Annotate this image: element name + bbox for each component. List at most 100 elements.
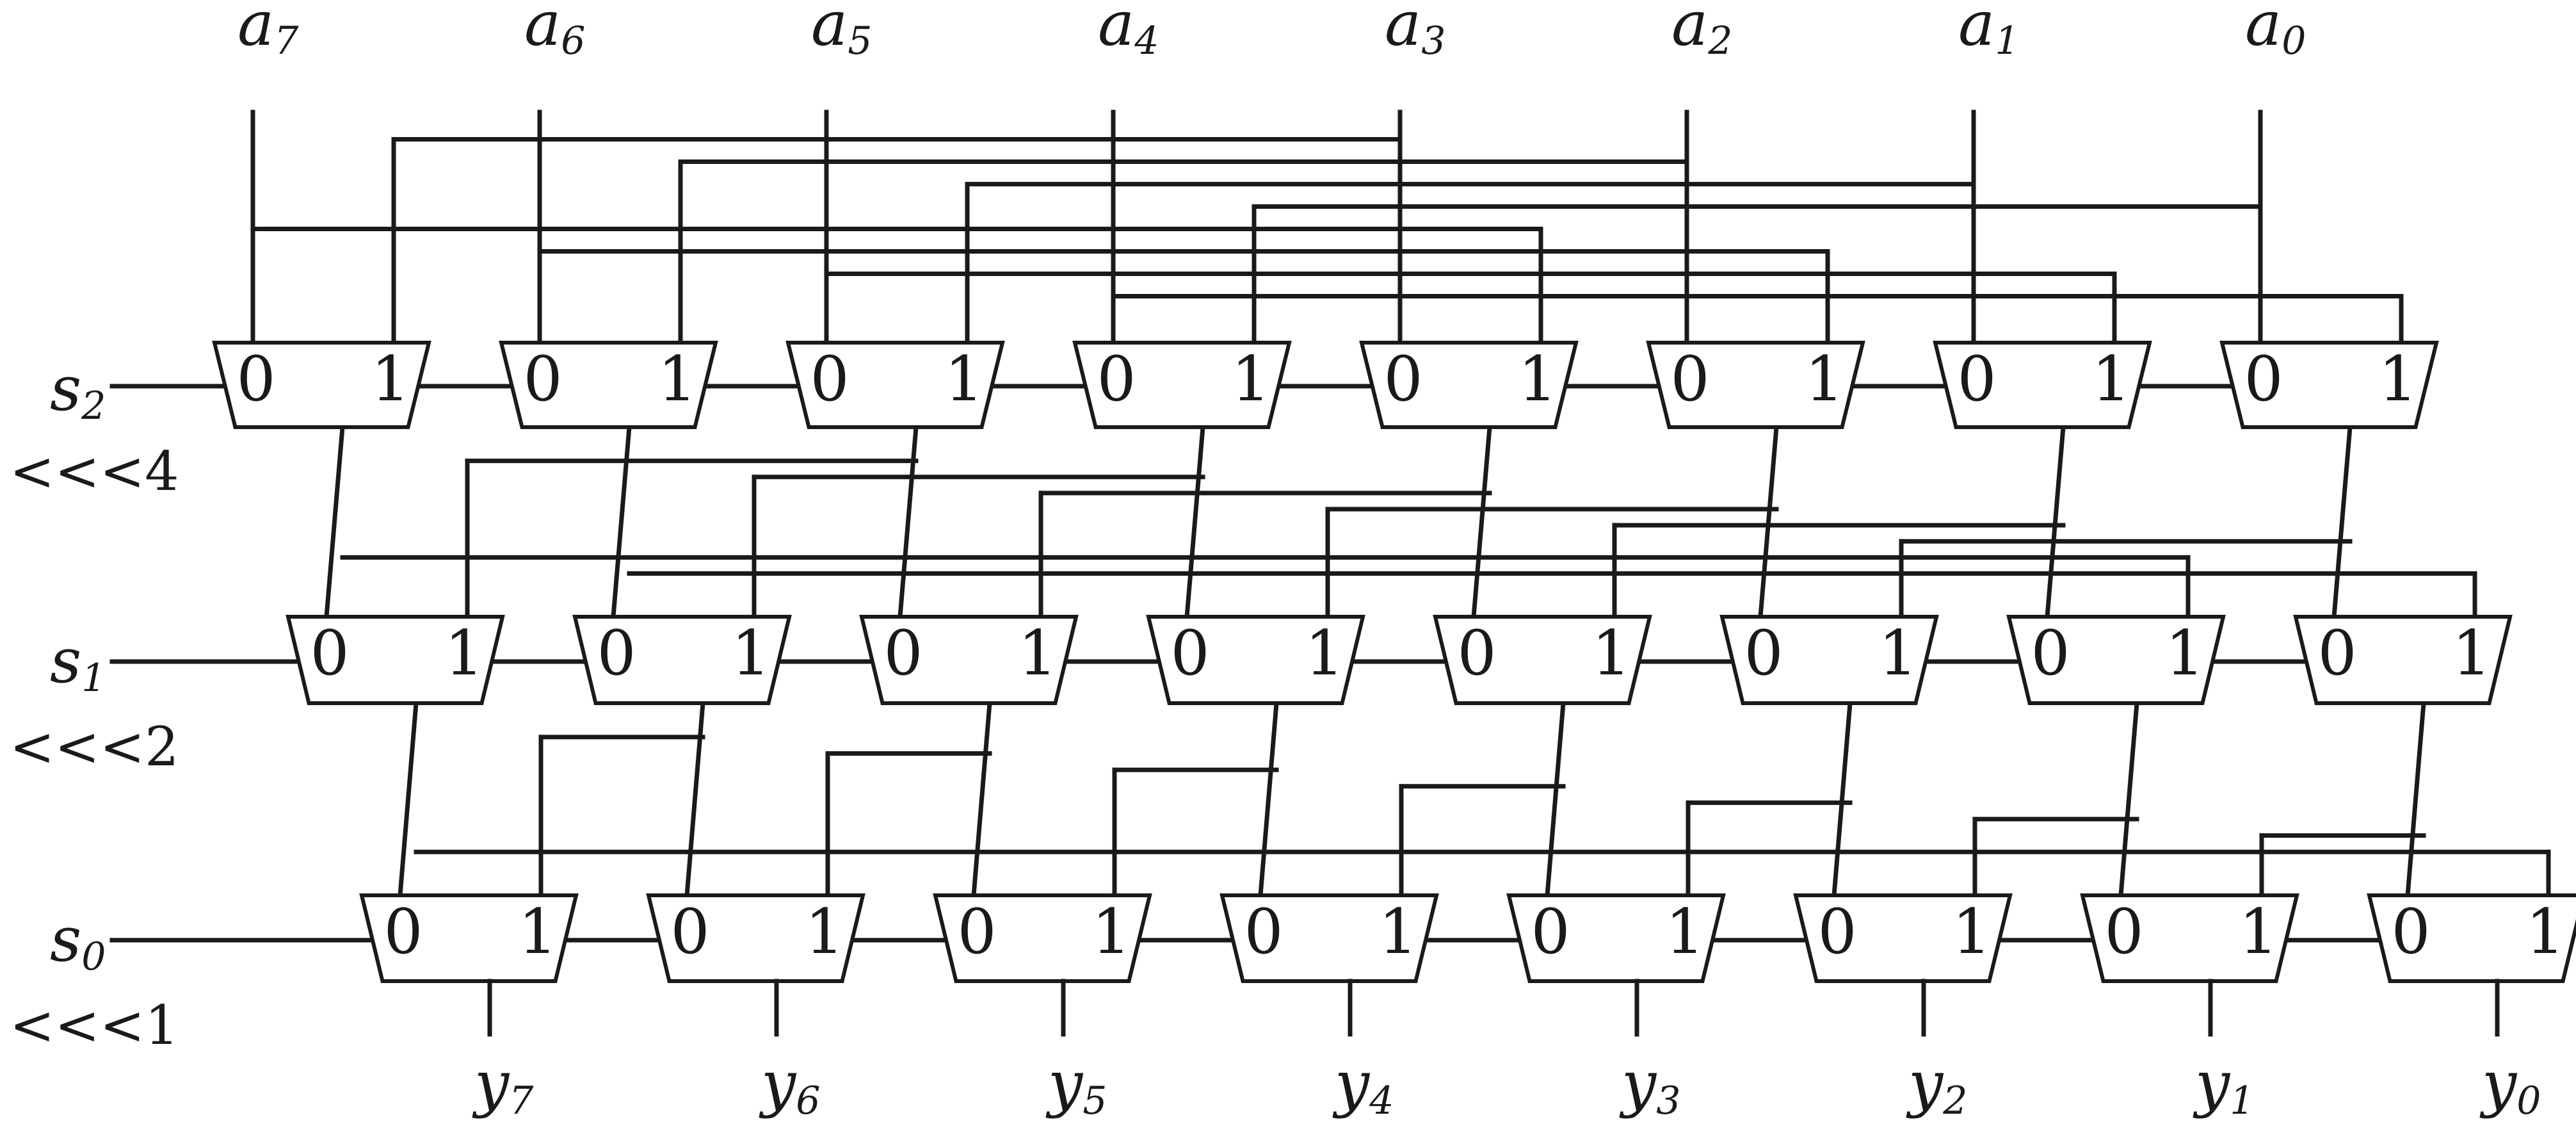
mux-input-1-label: 1 [1665, 896, 1704, 968]
output-label-y6-symbol: y [759, 1048, 797, 1119]
mux-input-0-label: 0 [236, 343, 275, 415]
mux-input-0-label: 0 [523, 343, 562, 415]
mux-body [1359, 341, 1579, 429]
mux-body [1072, 341, 1292, 429]
mux-input-1-label: 1 [1091, 896, 1131, 968]
mux-input-1-label: 1 [1805, 343, 1844, 415]
mux-input-1-label: 1 [2378, 343, 2417, 415]
mux-input-0-label: 0 [2317, 617, 2356, 689]
mux-input-1-label: 1 [805, 896, 844, 968]
mux-input-0-label: 0 [1170, 617, 1209, 689]
mux-body [286, 615, 505, 705]
input-label-a6-symbol: a [524, 0, 561, 60]
input-label-a6-subscript: 6 [561, 19, 585, 63]
stage1-wire0-4 [1471, 425, 1492, 619]
output-label-y1-subscript: 1 [2230, 1078, 2254, 1123]
select-label-s0-symbol: s [50, 904, 81, 975]
stage2-wire0-1 [684, 701, 705, 898]
input-label-a6: a6 [524, 0, 585, 63]
mux-body [1146, 615, 1365, 705]
stage2-wire0-0 [398, 701, 419, 898]
mux-input-1-label: 1 [1231, 343, 1270, 415]
mux-input-0-label: 0 [1744, 617, 1783, 689]
mux-input-0-label: 0 [1531, 896, 1570, 968]
input-label-a2-symbol: a [1671, 0, 1708, 60]
mux-input-1-label: 1 [2525, 896, 2564, 968]
mux-input-0-label: 0 [2104, 896, 2143, 968]
stage1-wire0-2 [898, 425, 919, 619]
mux-input-0-label: 0 [2244, 343, 2283, 415]
stage1-wire0-5 [1758, 425, 1779, 619]
select-label-s1-subscript: 1 [81, 656, 106, 701]
output-label-y1-symbol: y [2193, 1048, 2231, 1119]
select-label-s0-subscript: 0 [81, 934, 106, 979]
stage1-wire0-6 [2045, 425, 2066, 619]
output-label-y7-subscript: 7 [509, 1078, 534, 1123]
mux-body [212, 341, 431, 429]
output-label-y3-subscript: 3 [1656, 1078, 1680, 1123]
mux-input-0-label: 0 [1097, 343, 1136, 415]
mux-body [2080, 893, 2299, 983]
mux-input-1-label: 1 [1378, 896, 1417, 968]
mux-body [1793, 893, 2013, 983]
mux-input-1-label: 1 [1878, 617, 1917, 689]
mux-body [572, 615, 792, 705]
mux-input-0-label: 0 [597, 617, 636, 689]
input-label-a2-subscript: 2 [1707, 19, 1732, 63]
mux-input-1-label: 1 [657, 343, 696, 415]
mux-input-1-label: 1 [2165, 617, 2204, 689]
input-label-a2: a2 [1671, 0, 1732, 63]
mux-input-1-label: 1 [1305, 617, 1344, 689]
output-label-y2: y2 [1906, 1048, 1967, 1123]
mux-input-1-label: 1 [731, 617, 770, 689]
input-label-a4: a4 [1098, 0, 1159, 63]
stage2-wire0-3 [1258, 701, 1279, 898]
shift-label-1: <<<2 [10, 715, 179, 778]
input-label-a4-subscript: 4 [1134, 19, 1159, 63]
mux-input-0-label: 0 [2031, 617, 2070, 689]
input-label-a7-symbol: a [237, 0, 274, 60]
mux-input-1-label: 1 [444, 617, 483, 689]
mux-body [2219, 341, 2439, 429]
mux-body [785, 341, 1005, 429]
shift-label-0: <<<4 [10, 440, 179, 503]
mux-body [1933, 341, 2152, 429]
input-label-a1-symbol: a [1958, 0, 1995, 60]
mux-input-0-label: 0 [957, 896, 996, 968]
output-label-y5: y5 [1045, 1048, 1107, 1123]
output-label-y0-symbol: y [2479, 1048, 2518, 1119]
mux-body [2367, 893, 2576, 983]
stage1-wire0-1 [611, 425, 632, 619]
select-label-s2: s2 [50, 353, 106, 428]
input-label-a3-symbol: a [1385, 0, 1421, 60]
mux-input-1-label: 1 [944, 343, 983, 415]
mux-body [646, 893, 865, 983]
mux-input-0-label: 0 [383, 896, 423, 968]
mux-input-1-label: 1 [2239, 896, 2278, 968]
mux-body [1719, 615, 1939, 705]
mux-body [859, 615, 1079, 705]
mux-input-1-label: 1 [2452, 617, 2491, 689]
select-label-s1-symbol: s [50, 625, 81, 697]
mux-input-0-label: 0 [810, 343, 849, 415]
mux-body [359, 893, 579, 983]
stage2-wire0-5 [1831, 701, 1853, 898]
